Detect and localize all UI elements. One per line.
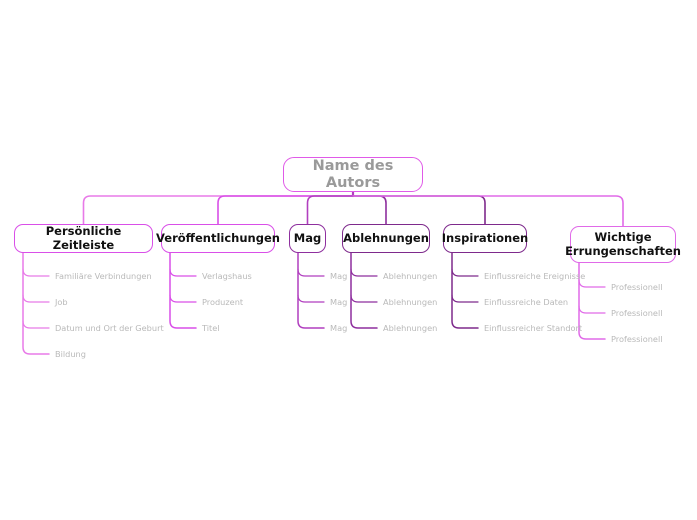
branch-node-label: Veröffentlichungen xyxy=(156,230,280,245)
branch-node[interactable]: Ablehnungen xyxy=(342,224,430,253)
connector xyxy=(169,294,197,303)
branch-node-label: Mag xyxy=(293,230,322,245)
sub-item-label[interactable]: Ablehnungen xyxy=(383,297,438,307)
connector xyxy=(297,252,325,329)
sub-item-label[interactable]: Einflussreiche Daten xyxy=(484,297,569,307)
sub-item-label[interactable]: Titel xyxy=(202,323,220,333)
connector xyxy=(451,268,479,277)
connector xyxy=(578,279,606,288)
connector xyxy=(352,195,624,227)
connector xyxy=(306,195,354,225)
connector xyxy=(22,294,50,303)
root-node[interactable]: Name des Autors xyxy=(283,157,423,192)
branch-node[interactable]: Wichtige Errungenschaften xyxy=(565,226,681,263)
branch-node-label: Inspirationen xyxy=(441,230,529,245)
connector xyxy=(350,294,378,303)
sub-item-label[interactable]: Mag xyxy=(330,323,348,333)
sub-item-label[interactable]: Verlagshaus xyxy=(202,271,252,281)
branch-node-label: Wichtige Errungenschaften xyxy=(565,230,681,258)
connector xyxy=(297,268,325,277)
sub-item-label[interactable]: Mag xyxy=(330,297,348,307)
sub-item-label[interactable]: Ablehnungen xyxy=(383,271,438,281)
branch-node-label: Ablehnungen xyxy=(343,230,429,245)
connector xyxy=(169,252,197,329)
connector xyxy=(352,195,387,225)
sub-item-label[interactable]: Familiäre Verbindungen xyxy=(55,271,152,281)
connector xyxy=(352,195,486,225)
connector xyxy=(350,252,378,329)
branch-node[interactable]: Veröffentlichungen xyxy=(156,224,280,253)
connector xyxy=(169,268,197,277)
connector xyxy=(82,195,354,225)
connector xyxy=(297,294,325,303)
sub-item-label[interactable]: Einflussreicher Standort xyxy=(484,323,583,333)
sub-item-label[interactable]: Bildung xyxy=(55,349,86,359)
connector xyxy=(22,320,50,329)
connector xyxy=(22,252,50,355)
sub-item-label[interactable]: Einflussreiche Ereignisse xyxy=(484,271,586,281)
connector xyxy=(578,305,606,314)
branch-node[interactable]: Persönliche Zeitleiste xyxy=(14,224,153,253)
connector xyxy=(217,195,354,225)
branch-node-label: Persönliche Zeitleiste xyxy=(45,224,122,252)
sub-item-label[interactable]: Professionell xyxy=(611,308,663,318)
sub-item-label[interactable]: Ablehnungen xyxy=(383,323,438,333)
connector xyxy=(451,294,479,303)
connector xyxy=(451,252,479,329)
sub-item-label[interactable]: Professionell xyxy=(611,334,663,344)
branch-node[interactable]: Mag xyxy=(289,224,326,253)
branch-node[interactable]: Inspirationen xyxy=(441,224,529,253)
root-node-label: Name des Autors xyxy=(312,157,394,191)
connector xyxy=(350,268,378,277)
sub-item-label[interactable]: Professionell xyxy=(611,282,663,292)
sub-item-label[interactable]: Mag xyxy=(330,271,348,281)
connector xyxy=(22,268,50,277)
sub-item-label[interactable]: Datum und Ort der Geburt xyxy=(55,323,164,333)
sub-item-label[interactable]: Produzent xyxy=(202,297,244,307)
sub-item-label[interactable]: Job xyxy=(55,297,68,307)
